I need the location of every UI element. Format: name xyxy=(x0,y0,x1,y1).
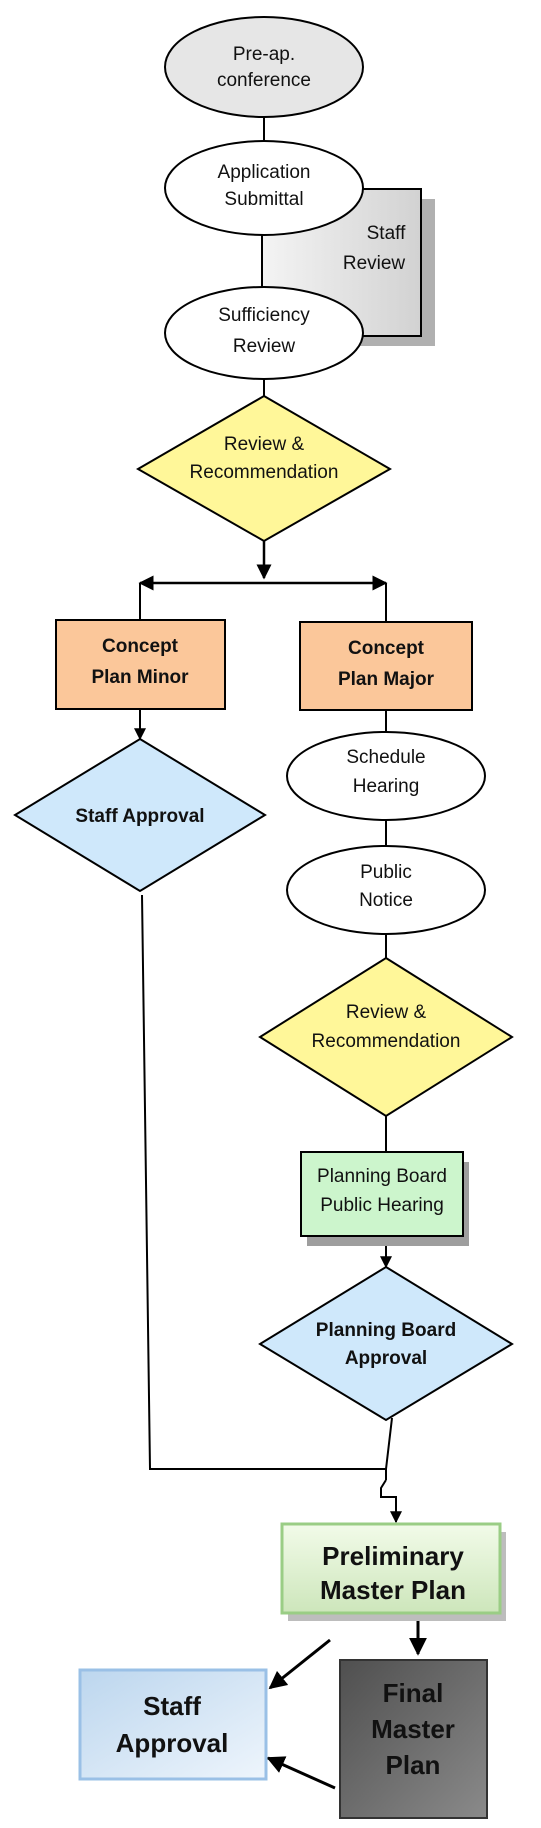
schedule-line-2: Hearing xyxy=(353,776,420,797)
rect-shape xyxy=(339,1659,488,1819)
node-sufficiency-review: Sufficiency Review xyxy=(164,286,364,380)
rect-shape xyxy=(78,1668,268,1781)
ellipse-shape xyxy=(286,731,486,821)
final-line-2: Master xyxy=(371,1714,455,1744)
ellipse-shape xyxy=(164,16,364,118)
connector-final-to-staff-approval xyxy=(266,1756,336,1790)
review1-line-1: Review & xyxy=(224,434,305,455)
rect-shape xyxy=(280,1522,502,1615)
pre-app-line-2: conference xyxy=(217,70,311,91)
minor-line-1: Concept xyxy=(102,636,179,657)
staff-review-line-2: Review xyxy=(343,253,406,274)
node-review-recommendation-2: Review & Recommendation xyxy=(258,956,514,1118)
major-line-1: Concept xyxy=(348,638,425,659)
sufficiency-line-2: Review xyxy=(233,336,296,357)
notice-line-1: Public xyxy=(360,862,412,883)
schedule-line-1: Schedule xyxy=(346,747,425,768)
diamond-shape xyxy=(258,956,514,1118)
node-planning-board-public-hearing: Planning Board Public Hearing xyxy=(300,1151,469,1246)
pre-app-line-1: Pre-ap. xyxy=(233,44,295,65)
ellipse-shape xyxy=(164,140,364,236)
node-planning-board-approval: Planning Board Approval xyxy=(258,1265,514,1422)
connector-pb-approval-to-merge xyxy=(385,1417,393,1480)
pb-hearing-line-1: Planning Board xyxy=(317,1166,447,1187)
review2-line-1: Review & xyxy=(346,1002,427,1023)
notice-line-2: Notice xyxy=(359,890,413,911)
staff-review-line-1: Staff xyxy=(367,223,406,244)
connector-preliminary-to-staff-approval xyxy=(268,1638,331,1690)
diamond-shape xyxy=(135,394,393,543)
node-staff-approval-1: Staff Approval xyxy=(13,737,267,893)
node-application-submittal: Application Submittal xyxy=(164,140,364,236)
node-schedule-hearing: Schedule Hearing xyxy=(286,731,486,821)
review2-line-2: Recommendation xyxy=(312,1031,461,1052)
review1-line-2: Recommendation xyxy=(190,462,339,483)
minor-line-2: Plan Minor xyxy=(91,667,189,688)
node-final-master-plan: Final Master Plan xyxy=(339,1659,488,1819)
node-public-notice: Public Notice xyxy=(286,845,486,935)
connector-merge-to-preliminary xyxy=(380,1479,402,1524)
pb-approval-line-2: Approval xyxy=(345,1348,427,1369)
preliminary-line-1: Preliminary xyxy=(322,1541,464,1571)
ellipse-shape xyxy=(164,286,364,380)
sufficiency-line-1: Sufficiency xyxy=(218,305,310,326)
node-preliminary-master-plan: Preliminary Master Plan xyxy=(280,1522,506,1621)
pb-hearing-line-2: Public Hearing xyxy=(320,1195,444,1216)
connectors xyxy=(134,116,427,1790)
connector-staff-approval-to-merge xyxy=(141,894,386,1470)
final-line-1: Final xyxy=(383,1678,444,1708)
major-line-2: Plan Major xyxy=(338,669,435,690)
node-concept-plan-major: Concept Plan Major xyxy=(299,621,473,711)
node-concept-plan-minor: Concept Plan Minor xyxy=(55,619,226,710)
staff-approval-2-line-1: Staff xyxy=(143,1691,201,1721)
rect-shape xyxy=(300,1151,464,1237)
application-line-2: Submittal xyxy=(224,189,303,210)
diamond-shape xyxy=(13,737,267,893)
diamond-shape xyxy=(258,1265,514,1422)
node-review-recommendation-1: Review & Recommendation xyxy=(135,394,393,543)
application-line-1: Application xyxy=(218,162,311,183)
staff-approval-2-line-2: Approval xyxy=(116,1728,229,1758)
rect-shape xyxy=(55,619,226,710)
ellipse-shape xyxy=(286,845,486,935)
final-line-3: Plan xyxy=(386,1750,441,1780)
preliminary-line-2: Master Plan xyxy=(320,1575,466,1605)
rect-shape xyxy=(299,621,473,711)
node-pre-app-conference: Pre-ap. conference xyxy=(164,16,364,118)
staff-approval-1-label: Staff Approval xyxy=(75,806,204,827)
pb-approval-line-1: Planning Board xyxy=(316,1320,456,1341)
node-staff-approval-2: Staff Approval xyxy=(78,1668,268,1781)
